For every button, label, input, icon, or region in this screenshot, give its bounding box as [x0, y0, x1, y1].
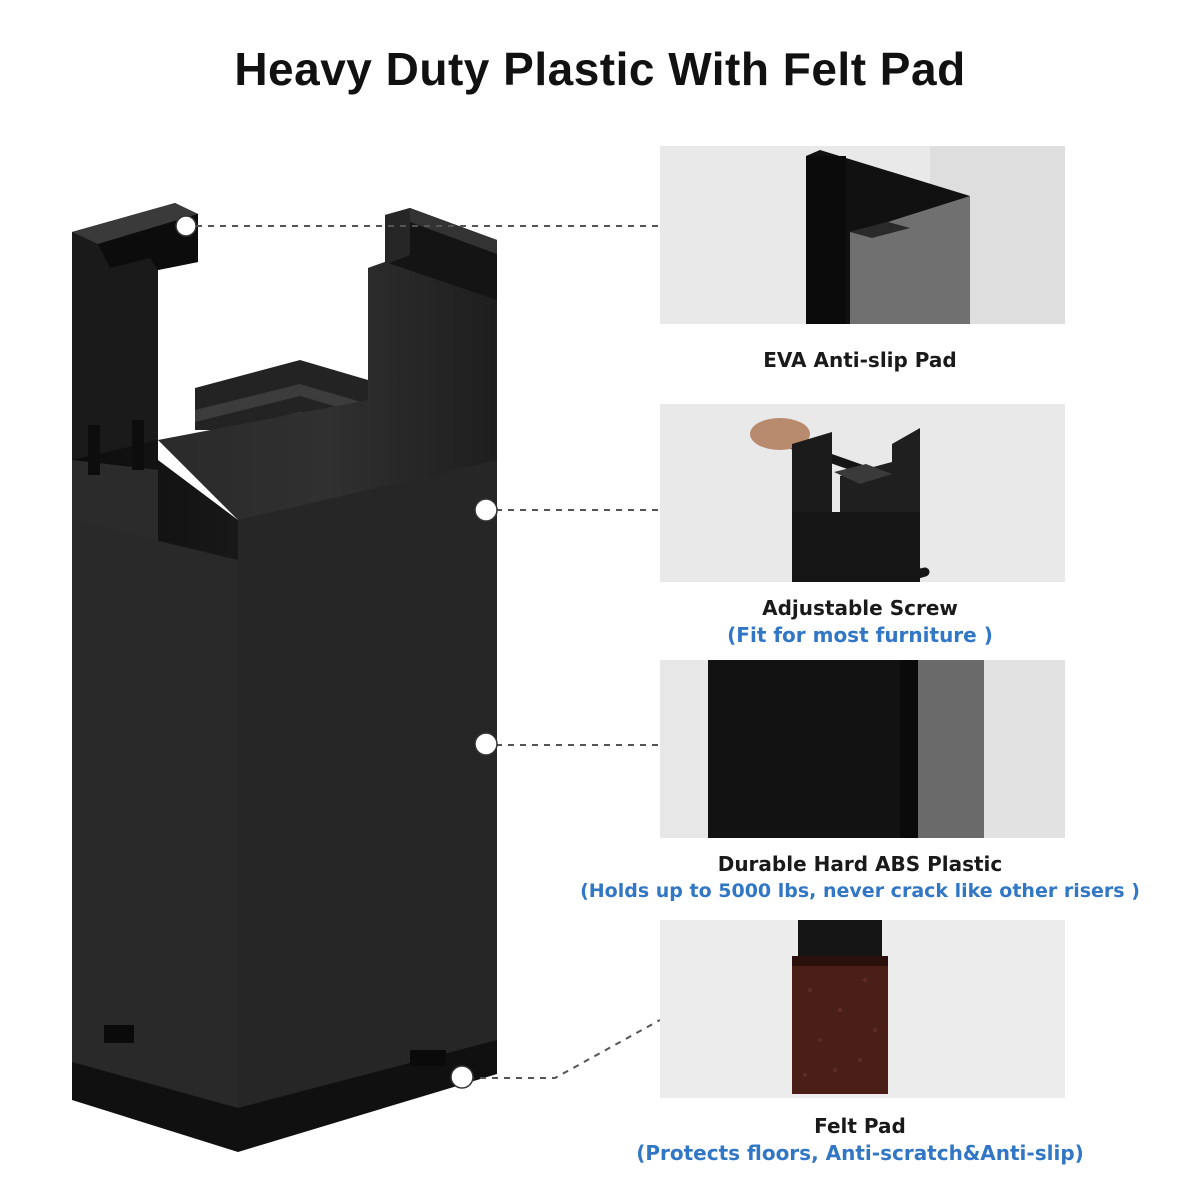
feature-label: Durable Hard ABS Plastic [717, 852, 1003, 876]
feature-label: Felt Pad [814, 1114, 906, 1138]
callout-dot [474, 498, 498, 522]
felt-pad-closeup-icon [660, 920, 1065, 1098]
feature-image-adjustable-screw [660, 404, 1065, 582]
base-slot [410, 1050, 446, 1066]
callout-dot [175, 215, 197, 237]
feature-image-abs-plastic [660, 660, 1065, 838]
feature-image-eva-pad [660, 146, 1065, 324]
feature-image-felt-pad [660, 920, 1065, 1098]
feature-note: (Holds up to 5000 lbs, never crack like … [580, 880, 1140, 902]
feature-note: (Protects floors, Anti-scratch&Anti-slip… [636, 1141, 1084, 1165]
abs-plastic-closeup-icon [660, 660, 1065, 838]
feature-label: Adjustable Screw [762, 596, 958, 620]
riser-left-prong [72, 203, 198, 460]
riser-base [72, 1040, 497, 1152]
page-title: Heavy Duty Plastic With Felt Pad [234, 43, 966, 95]
base-slot [104, 1025, 134, 1043]
feature-note: (Fit for most furniture ) [727, 623, 993, 647]
callout-dot [450, 1065, 474, 1089]
eva-pad-closeup-icon [660, 146, 1065, 324]
hex-key-icon [660, 404, 1065, 582]
callout-connectors [196, 225, 661, 1079]
callout-dot [474, 732, 498, 756]
feature-label: EVA Anti-slip Pad [763, 348, 957, 372]
